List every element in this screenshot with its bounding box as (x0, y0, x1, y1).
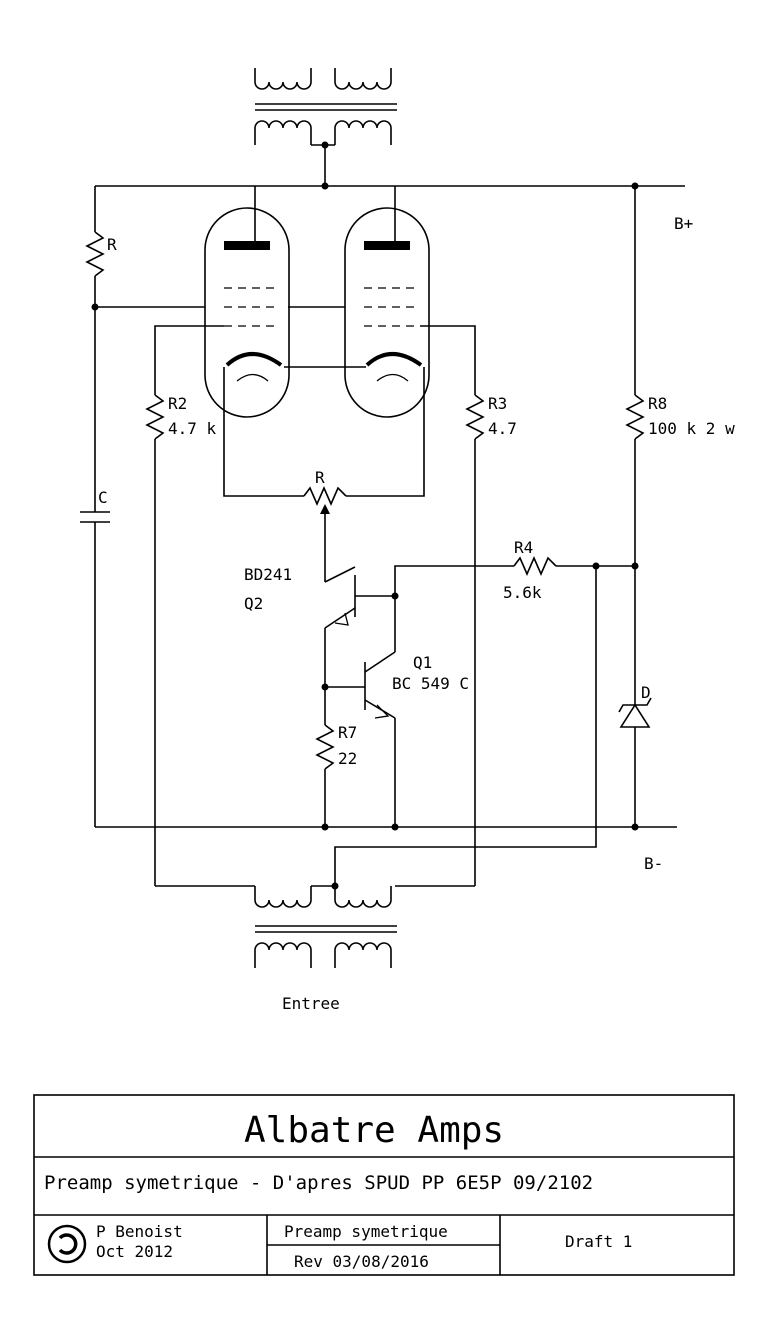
subtitle: Preamp symetrique - D'apres SPUD PP 6E5P… (44, 1172, 593, 1194)
r3-value: 4.7 (488, 419, 517, 438)
resistor-r-top (85, 186, 105, 307)
author: P Benoist (96, 1222, 183, 1241)
capacitor-c (80, 307, 110, 827)
r7-value: 22 (338, 749, 357, 768)
transistor-q2 (324, 566, 395, 629)
resistor-r7 (315, 724, 335, 827)
resistor-r8 (625, 186, 645, 705)
tube-left (204, 186, 290, 418)
r4-value: 5.6k (503, 583, 542, 602)
output-transformer (254, 68, 397, 186)
q1-value: BC 549 C (392, 674, 469, 693)
r-top-label: R (107, 235, 117, 254)
r8-label: R8 (648, 394, 667, 413)
title-block (33, 1094, 735, 1276)
date: Oct 2012 (96, 1242, 173, 1261)
potentiometer-r (303, 486, 347, 582)
bplus-label: B+ (674, 214, 693, 233)
r7-label: R7 (338, 723, 357, 742)
q2-label: Q2 (244, 594, 263, 613)
r4-label: R4 (514, 538, 533, 557)
resistor-r2 (145, 394, 165, 886)
resistor-r3 (465, 394, 485, 886)
d-label: D (641, 683, 651, 702)
bminus-label: B- (644, 854, 663, 873)
status: Draft 1 (565, 1232, 632, 1251)
r-pot-label: R (315, 468, 325, 487)
tube-right (344, 186, 430, 418)
company-title: Albatre Amps (244, 1110, 504, 1151)
q1-label: Q1 (413, 653, 432, 672)
sheet-title: Preamp symetrique (284, 1222, 448, 1241)
copyleft-icon (47, 1224, 87, 1264)
transistor-q1 (325, 596, 396, 827)
input-transformer (155, 882, 475, 968)
bd241-label: BD241 (244, 565, 292, 584)
zener-diode-d (618, 697, 652, 827)
c-label: C (98, 488, 108, 507)
r2-label: R2 (168, 394, 187, 413)
revision: Rev 03/08/2016 (294, 1252, 429, 1271)
r2-value: 4.7 k (168, 419, 217, 438)
r3-label: R3 (488, 394, 507, 413)
entree-label: Entree (282, 994, 340, 1013)
r8-value: 100 k 2 w (648, 419, 735, 438)
resistor-r4 (513, 556, 635, 576)
